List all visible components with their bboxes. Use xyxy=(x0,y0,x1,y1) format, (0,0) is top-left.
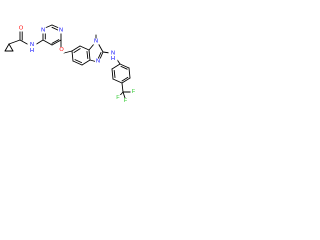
bond xyxy=(98,43,104,53)
bond xyxy=(122,91,126,99)
bond xyxy=(112,78,123,84)
bond xyxy=(4,43,10,52)
bond xyxy=(51,39,60,44)
bond xyxy=(119,63,130,69)
bond xyxy=(79,45,90,51)
bond xyxy=(99,51,104,60)
bond xyxy=(86,51,89,59)
bond xyxy=(111,68,114,80)
bond xyxy=(121,82,124,93)
imidazole-n3-label: N xyxy=(96,59,100,65)
amide-h-label: H xyxy=(30,48,34,54)
bond xyxy=(128,67,131,79)
bond xyxy=(81,59,91,66)
amine-h-label: H xyxy=(111,56,115,62)
bond xyxy=(121,77,131,84)
bond xyxy=(111,63,121,70)
bond xyxy=(88,43,95,51)
bond xyxy=(71,50,74,62)
bond xyxy=(51,26,59,31)
carbonyl-oxygen-label: O xyxy=(19,26,24,32)
bond xyxy=(8,43,14,52)
bond xyxy=(8,39,21,45)
amine-n-label: N xyxy=(111,51,115,57)
structure-diagram: O N H N N O N N N H xyxy=(0,0,152,152)
bond-layer xyxy=(4,24,132,99)
imidazole-n-methyl-label: N xyxy=(94,39,98,45)
bond xyxy=(89,59,96,62)
bond xyxy=(42,39,53,46)
amide-n-label: N xyxy=(30,42,34,48)
pyrimidine-n1-label: N xyxy=(59,28,63,34)
bond xyxy=(97,52,102,59)
bond xyxy=(72,60,83,66)
fluorine-bottom-label: F xyxy=(124,98,128,104)
molecule-drawing: O N H N N O N N N H xyxy=(4,24,137,104)
bond xyxy=(63,50,73,54)
ether-oxygen-label: O xyxy=(59,47,64,53)
fluorine-right-label: F xyxy=(132,89,136,95)
fluorine-left-label: F xyxy=(116,95,120,101)
atom-label-layer: O N H N N O N N N H xyxy=(17,25,137,104)
bond xyxy=(113,69,116,79)
bond xyxy=(71,45,81,52)
bond xyxy=(74,59,83,64)
pyrimidine-n3-label: N xyxy=(41,28,45,34)
bond xyxy=(73,48,81,53)
bond xyxy=(51,24,60,29)
bond xyxy=(120,65,128,70)
bond xyxy=(88,49,91,61)
bond xyxy=(51,39,62,46)
bond xyxy=(121,76,129,82)
